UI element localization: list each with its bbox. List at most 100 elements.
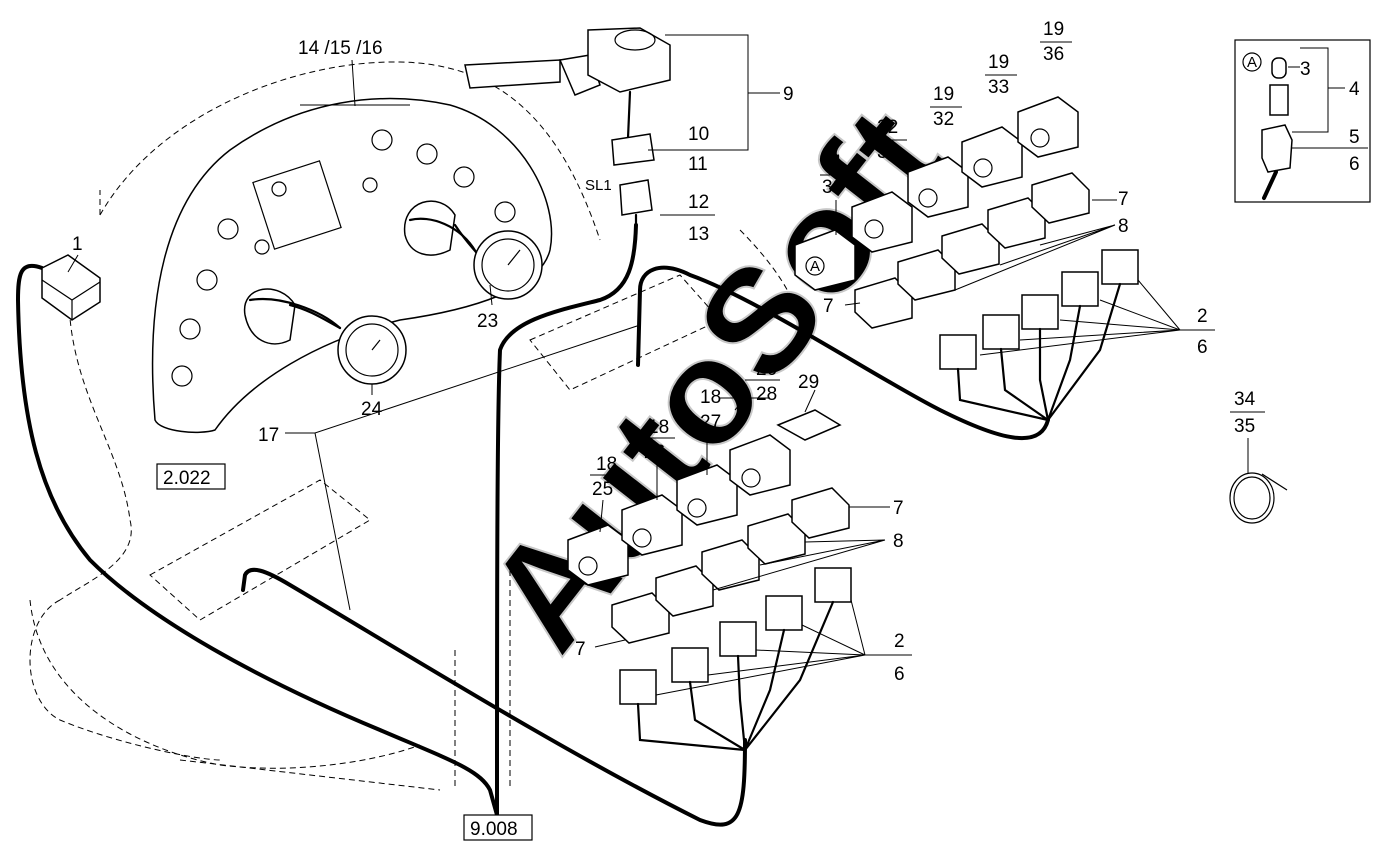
indicator-icon xyxy=(254,239,270,255)
inset-detail: A xyxy=(1234,39,1371,203)
callout-7d: 7 xyxy=(575,639,586,660)
callout-29: 29 xyxy=(798,372,819,393)
callout-7c: 7 xyxy=(893,498,904,519)
callout-19c: 19 xyxy=(1043,19,1064,40)
callout-5: 5 xyxy=(1349,127,1360,148)
callout-21: 21 xyxy=(822,152,843,173)
ref-box-9008[interactable] xyxy=(463,814,533,841)
callout-19b: 19 xyxy=(988,52,1009,73)
indicator-icon xyxy=(171,365,193,387)
blank-8f xyxy=(747,513,806,565)
callout-30: 30 xyxy=(822,177,843,198)
plug-2d xyxy=(1061,271,1099,307)
callout-19a: 19 xyxy=(933,84,954,105)
callout-10: 10 xyxy=(688,124,709,145)
cable-tie xyxy=(1229,472,1288,524)
ref-box-2022[interactable] xyxy=(156,463,226,490)
plug-2j xyxy=(814,567,852,603)
callout-20: 20 xyxy=(756,359,777,380)
indicator-icon xyxy=(494,201,516,223)
callout-11: 11 xyxy=(688,154,708,175)
ref-2022[interactable]: 2.022 xyxy=(163,468,211,489)
indicator-icon xyxy=(416,143,438,165)
callout-35: 35 xyxy=(1234,416,1255,437)
svg-text:A: A xyxy=(1247,54,1257,71)
callout-27: 27 xyxy=(700,412,721,433)
switch-28 xyxy=(729,434,791,496)
callout-6a: 6 xyxy=(1197,337,1208,358)
blank-7a xyxy=(854,277,913,329)
plug-2h xyxy=(719,621,757,657)
switch-group-lower xyxy=(567,409,852,752)
callout-28: 28 xyxy=(756,384,777,405)
callout-9: 9 xyxy=(783,84,794,105)
callout-2b: 2 xyxy=(894,631,905,652)
callout-31: 31 xyxy=(877,142,898,163)
indicator-icon xyxy=(453,166,475,188)
callouts: 1 14 /15 /16 9 10 11 SL1 12 13 23 24 17 … xyxy=(72,19,1360,685)
plug-2g xyxy=(671,647,709,683)
main-harness xyxy=(16,223,1050,827)
switch-group-right: A xyxy=(794,96,1139,422)
indicator-icon xyxy=(371,129,393,151)
callout-7a: 7 xyxy=(1118,189,1129,210)
plug-2b xyxy=(982,314,1020,350)
plug-2a xyxy=(939,334,977,370)
ref-9008[interactable]: 9.008 xyxy=(470,819,518,840)
leader-lines xyxy=(67,34,1368,696)
callout-22: 22 xyxy=(877,117,898,138)
callout-3: 3 xyxy=(1300,59,1311,80)
callout-34: 34 xyxy=(1234,389,1256,410)
callout-4: 4 xyxy=(1349,79,1360,100)
indicator-icon xyxy=(179,318,201,340)
callout-14-15-16: 14 /15 /16 xyxy=(298,38,383,59)
gear-icon xyxy=(271,181,287,197)
callout-2a: 2 xyxy=(1197,306,1208,327)
blank-8c xyxy=(987,197,1046,249)
blank-8e xyxy=(701,539,760,591)
callout-36: 36 xyxy=(1043,44,1064,65)
callout-18c: 18 xyxy=(596,454,617,475)
indicator-icon xyxy=(362,177,378,193)
callout-6b: 6 xyxy=(894,664,905,685)
callout-8b: 8 xyxy=(893,531,904,552)
switch-26 xyxy=(621,494,683,556)
blank-7d xyxy=(791,487,850,539)
switch-33 xyxy=(961,126,1023,188)
blank-8b xyxy=(941,223,1000,275)
callout-sl1: SL1 xyxy=(585,177,612,194)
switch-31 xyxy=(851,191,913,253)
switch-30: A xyxy=(794,229,856,291)
gauge-23 xyxy=(453,223,543,300)
callout-33: 33 xyxy=(988,77,1009,98)
switch-25 xyxy=(567,524,629,586)
switch-32 xyxy=(907,156,969,218)
blank-29 xyxy=(776,409,842,441)
fraction-bars xyxy=(590,41,1265,476)
callout-13: 13 xyxy=(688,224,709,245)
callout-7b: 7 xyxy=(823,296,834,317)
connector-1 xyxy=(41,254,101,321)
switch-36 xyxy=(1017,96,1079,158)
blank-7c xyxy=(611,592,670,644)
callout-18b: 18 xyxy=(648,417,669,438)
callout-8a: 8 xyxy=(1118,216,1129,237)
callout-12: 12 xyxy=(688,192,709,213)
callout-25: 25 xyxy=(592,479,613,500)
plug-2i xyxy=(765,595,803,631)
callout-26: 26 xyxy=(644,442,665,463)
gauge-24 xyxy=(288,303,407,385)
callout-24: 24 xyxy=(361,399,383,420)
switch-27 xyxy=(676,464,738,526)
callout-17: 17 xyxy=(258,425,279,446)
plug-2c xyxy=(1021,294,1059,330)
gauge-wires xyxy=(248,217,478,330)
blank-7b xyxy=(1031,172,1090,224)
plug-2f xyxy=(619,669,657,705)
callout-6c: 6 xyxy=(1349,154,1360,175)
callout-18a: 18 xyxy=(700,387,721,408)
svg-text:A: A xyxy=(810,258,820,275)
indicator-icon xyxy=(196,269,218,291)
callout-23: 23 xyxy=(477,311,498,332)
